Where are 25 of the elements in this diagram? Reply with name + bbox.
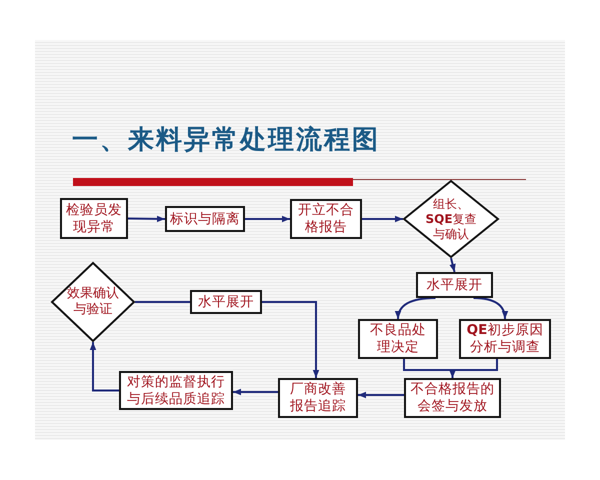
arrow bbox=[262, 301, 320, 378]
arrow bbox=[473, 297, 508, 320]
arrow bbox=[395, 297, 436, 320]
process-box: QE初步原因分析与调查 bbox=[459, 319, 551, 359]
process-box: 水平展开 bbox=[190, 290, 262, 314]
arrow bbox=[449, 258, 456, 272]
decision-diamond: 效果确认与验证 bbox=[51, 262, 135, 342]
decision-diamond: 组长、SQE复查与确认 bbox=[403, 180, 499, 258]
arrow bbox=[245, 216, 290, 222]
process-box: 不良品处理决定 bbox=[358, 319, 438, 359]
arrow bbox=[358, 392, 404, 398]
arrow bbox=[128, 216, 166, 222]
process-box: 水平展开 bbox=[416, 272, 493, 298]
connector-line bbox=[135, 301, 190, 303]
process-box: 检验员发现异常 bbox=[60, 198, 128, 239]
arrow bbox=[233, 388, 278, 396]
process-box: 标识与隔离 bbox=[165, 206, 245, 232]
arrow bbox=[90, 342, 119, 392]
process-box: 开立不合格报告 bbox=[290, 199, 362, 239]
arrow bbox=[449, 359, 498, 378]
process-box: 厂商改善报告追踪 bbox=[278, 378, 358, 418]
process-box: 对策的监督执行与后续品质追踪 bbox=[119, 371, 233, 410]
process-box: 不合格报告的会签与发放 bbox=[404, 378, 501, 418]
title: 一、来料异常处理流程图 bbox=[72, 124, 380, 157]
arrow bbox=[362, 216, 403, 222]
